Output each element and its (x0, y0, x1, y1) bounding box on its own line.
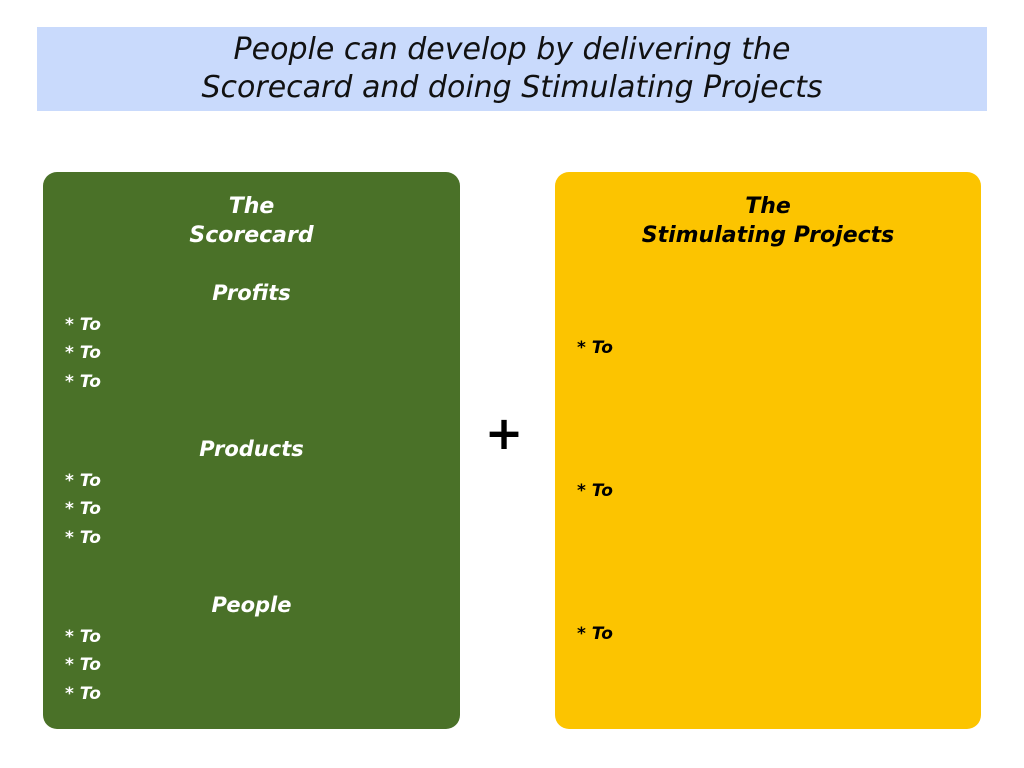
plus-sign: + (484, 406, 524, 460)
projects-heading-line-1: The (745, 194, 791, 219)
section-heading-people: People (211, 593, 292, 617)
scorecard-heading-line-2: Scorecard (189, 223, 314, 248)
scorecard-heading-line-1: The (228, 194, 275, 219)
products-item-3: * To (65, 528, 101, 548)
projects-heading-line-2: Stimulating Projects (641, 223, 895, 248)
people-item-3: * To (65, 684, 101, 704)
title-line-2: Scorecard and doing Stimulating Projects (201, 70, 823, 105)
projects-heading: The Stimulating Projects (555, 192, 981, 250)
project-item-3: * To (577, 624, 613, 644)
products-item-1: * To (65, 471, 101, 491)
people-item-1: * To (65, 627, 101, 647)
projects-panel: The Stimulating Projects * To * To * To (555, 172, 981, 729)
scorecard-heading: The Scorecard (43, 192, 460, 250)
profits-item-2: * To (65, 343, 101, 363)
title-banner: People can develop by delivering the Sco… (37, 27, 987, 111)
section-heading-profits: Profits (212, 281, 291, 305)
people-item-2: * To (65, 655, 101, 675)
products-item-2: * To (65, 499, 101, 519)
profits-item-3: * To (65, 372, 101, 392)
project-item-1: * To (577, 338, 613, 358)
scorecard-panel: The Scorecard Profits * To * To * To Pro… (43, 172, 460, 729)
project-item-2: * To (577, 481, 613, 501)
section-heading-products: Products (199, 437, 304, 461)
profits-item-1: * To (65, 315, 101, 335)
title-line-1: People can develop by delivering the (233, 32, 791, 67)
